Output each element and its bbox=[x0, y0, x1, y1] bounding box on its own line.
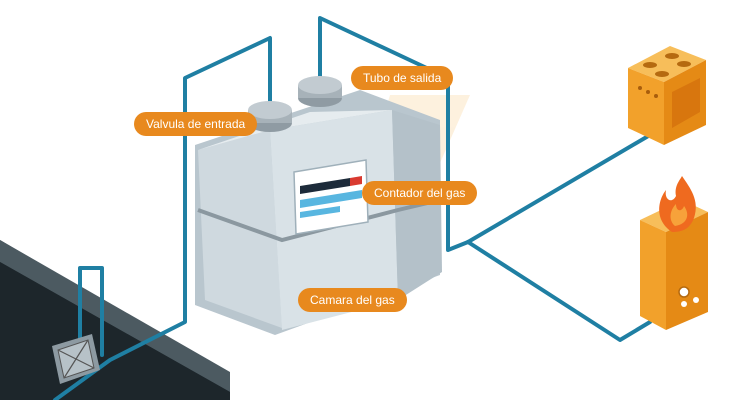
meter-display bbox=[293, 159, 369, 235]
gas-chamber-label: Camara del gas bbox=[298, 288, 407, 312]
outlet-tube-label: Tubo de salida bbox=[351, 66, 454, 90]
gas-meter-icon bbox=[195, 76, 442, 335]
flame-icon bbox=[659, 176, 696, 232]
stove-icon bbox=[628, 46, 706, 145]
valve-box-icon bbox=[52, 334, 100, 384]
water-heater-icon bbox=[640, 200, 708, 330]
inlet-valve-label: Valvula de entrada bbox=[134, 112, 258, 136]
gas-counter-label: Contador del gas bbox=[362, 181, 478, 205]
